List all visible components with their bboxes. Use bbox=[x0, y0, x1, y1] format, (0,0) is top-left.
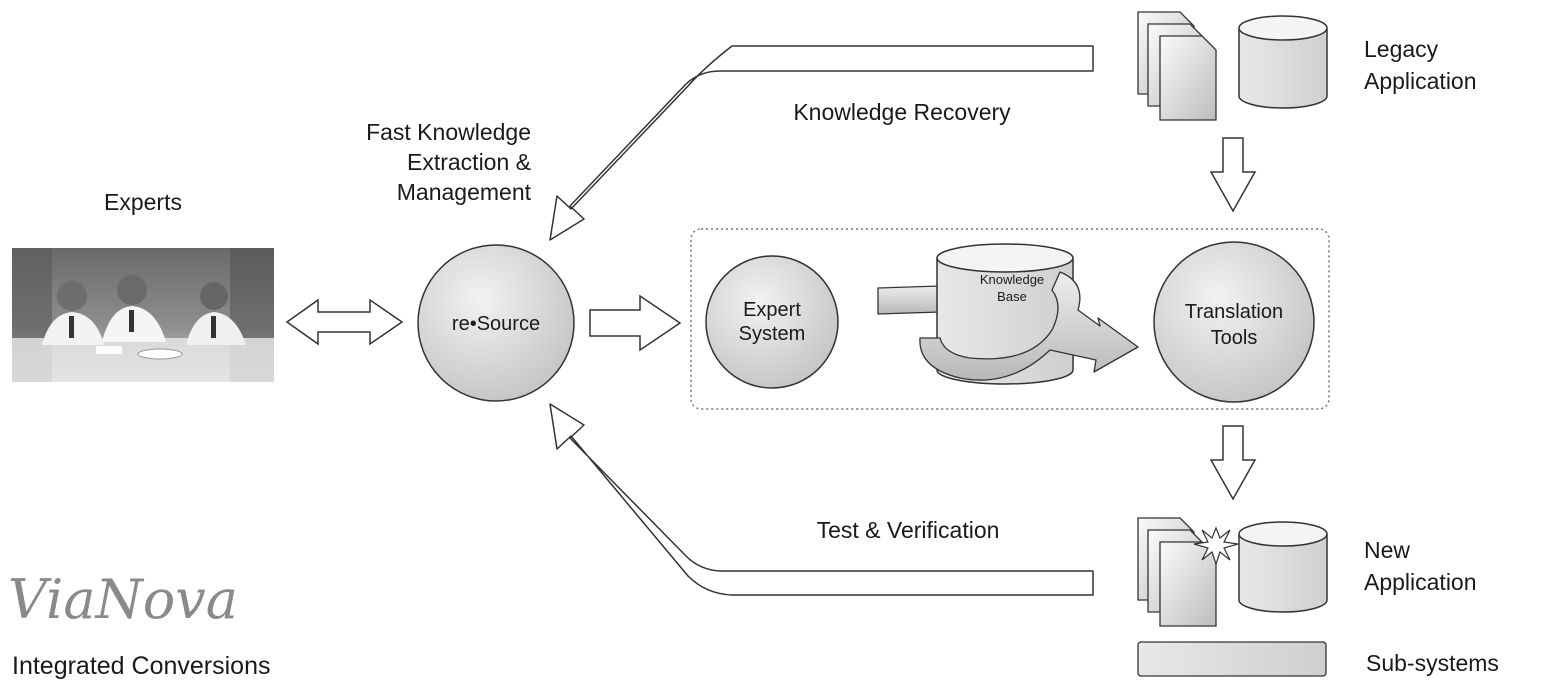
legacy-label-line-2: Application bbox=[1364, 68, 1477, 94]
translation-tools-line-2: Tools bbox=[1211, 327, 1258, 349]
experts-resource-double-arrow bbox=[285, 298, 404, 346]
fast-knowledge-line-1: Fast Knowledge bbox=[366, 119, 531, 145]
spark-icon bbox=[1193, 526, 1239, 566]
fast-knowledge-line-2: Extraction & bbox=[407, 149, 531, 175]
legacy-documents-icon bbox=[1137, 11, 1217, 121]
resource-label: re•Source bbox=[452, 313, 540, 335]
new-documents-icon bbox=[1137, 517, 1217, 627]
knowledge-base-line-1: Knowledge bbox=[980, 272, 1044, 287]
sub-systems-bar bbox=[1137, 641, 1327, 677]
knowledge-recovery-arrow bbox=[549, 45, 1094, 241]
brand-tagline: Integrated Conversions bbox=[12, 652, 270, 680]
experts-photo-icon bbox=[12, 248, 274, 382]
ribbon-back bbox=[877, 285, 941, 315]
resource-node: re•Source bbox=[417, 244, 575, 402]
test-verification-arrow bbox=[549, 403, 1094, 596]
knowledge-recovery-label: Knowledge Recovery bbox=[793, 99, 1011, 125]
new-app-label-line-2: Application bbox=[1364, 569, 1477, 595]
expert-system-node: Expert System bbox=[705, 255, 839, 389]
resource-to-expert-arrow bbox=[589, 294, 682, 352]
new-app-down-arrow bbox=[1209, 425, 1257, 501]
test-verification-label: Test & Verification bbox=[817, 517, 1000, 543]
expert-system-line-2: System bbox=[739, 323, 806, 345]
fast-knowledge-label: Fast Knowledge Extraction & Management bbox=[366, 119, 532, 205]
ribbon-arrow-to-translation bbox=[919, 271, 1139, 381]
expert-system-line-1: Expert bbox=[743, 299, 801, 321]
translation-tools-node: Translation Tools bbox=[1153, 241, 1315, 403]
legacy-down-arrow bbox=[1209, 137, 1257, 213]
translation-tools-line-1: Translation bbox=[1185, 301, 1283, 323]
new-app-label-line-1: New bbox=[1364, 537, 1410, 563]
legacy-database-icon bbox=[1238, 15, 1328, 109]
vianova-logo: ViaNova bbox=[8, 568, 238, 631]
new-database-icon bbox=[1238, 521, 1328, 613]
legacy-label-line-1: Legacy bbox=[1364, 36, 1439, 62]
fast-knowledge-line-3: Management bbox=[397, 179, 532, 205]
knowledge-base-line-2: Base bbox=[997, 289, 1027, 304]
experts-label: Experts bbox=[104, 189, 182, 215]
sub-systems-label: Sub-systems bbox=[1366, 650, 1499, 676]
